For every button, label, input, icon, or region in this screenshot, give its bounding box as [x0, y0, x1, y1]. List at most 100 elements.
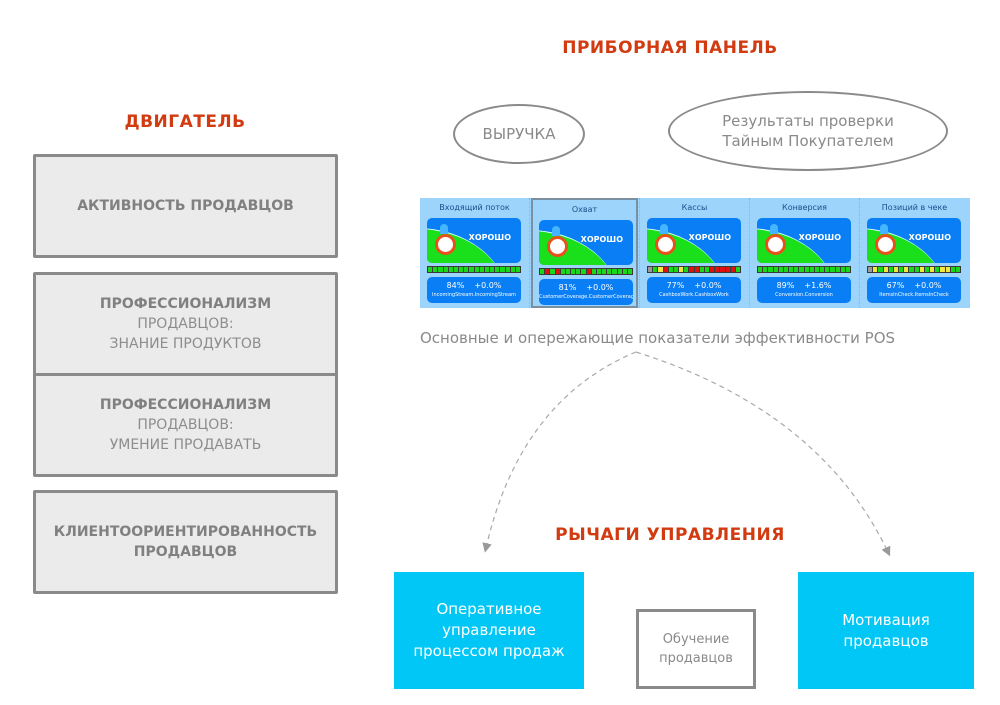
kpi-segment	[591, 269, 596, 274]
engine-title: ДВИГАТЕЛЬ	[124, 112, 246, 132]
engine-box-line: ПРОДАВЦОВ:	[137, 417, 234, 433]
engine-box-selling-skills: ПРОФЕССИОНАЛИЗМ ПРОДАВЦОВ: УМЕНИЕ ПРОДАВ…	[33, 373, 338, 477]
kpi-status: ХОРОШО	[468, 233, 511, 242]
kpi-panel-title: Охват	[571, 205, 598, 214]
kpi-status: ХОРОШО	[798, 233, 841, 242]
engine-box-product-knowledge: ПРОФЕССИОНАЛИЗМ ПРОДАВЦОВ: ЗНАНИЕ ПРОДУК…	[33, 272, 338, 376]
kpi-segment	[899, 267, 904, 272]
kpi-segment	[809, 267, 814, 272]
kpi-delta: +0.0%	[914, 281, 942, 290]
kpi-segment	[464, 267, 469, 272]
kpi-segment	[448, 267, 453, 272]
kpi-segment	[550, 269, 555, 274]
kpi-segment	[484, 267, 490, 272]
kpi-segment	[909, 267, 914, 272]
kpi-segment	[474, 267, 479, 272]
dashboard-title: ПРИБОРНАЯ ПАНЕЛЬ	[562, 38, 778, 58]
kpi-segment	[725, 267, 730, 272]
kpi-segment	[778, 267, 783, 272]
kpi-segment	[586, 269, 591, 274]
kpi-segment	[924, 267, 930, 272]
kpi-segment	[868, 267, 873, 272]
kpi-segment	[545, 269, 550, 274]
lever-motivation: Мотивация продавцов	[798, 572, 974, 689]
kpi-segment	[840, 267, 845, 272]
kpi-segment	[735, 267, 741, 272]
kpi-segment	[940, 267, 945, 272]
kpi-segment	[565, 269, 571, 274]
engine-box-customer-orientation: КЛИЕНТООРИЕНТИРОВАННОСТЬ ПРОДАВЦОВ	[33, 490, 338, 594]
kpi-segment	[950, 267, 955, 272]
engine-box-activity-label: АКТИВНОСТЬ ПРОДАВЦОВ	[77, 198, 294, 214]
kpi-delta: +1.6%	[804, 281, 832, 290]
kpi-segment	[571, 269, 576, 274]
kpi-segment	[673, 267, 679, 272]
kpi-gauge: ХОРОШО	[539, 220, 633, 265]
kpi-segment	[830, 267, 835, 272]
bulb-cap-icon	[660, 224, 668, 234]
kpi-segment	[883, 267, 888, 272]
kpi-segment	[873, 267, 878, 272]
kpi-gauge: ХОРОШО	[867, 218, 961, 263]
lever-operational-management: Оперативное управление процессом продаж	[394, 572, 584, 689]
kpi-segment	[433, 267, 438, 272]
kpi-segment	[495, 267, 500, 272]
kpi-percent: 67%	[886, 281, 905, 290]
engine-box-line: ПРОДАВЦОВ	[133, 544, 238, 560]
kpi-status: ХОРОШО	[908, 233, 951, 242]
kpi-values: 89%+1.6%Conversion.Conversion	[757, 277, 851, 303]
kpi-segment	[730, 267, 735, 272]
kpi-panel-title: Входящий поток	[439, 203, 510, 212]
kpi-gauge: ХОРОШО	[757, 218, 851, 263]
kpi-segment	[490, 267, 495, 272]
kpi-segment	[505, 267, 510, 272]
kpi-segment	[794, 267, 799, 272]
kpi-segment	[459, 267, 464, 272]
mystery-shopper-line2: Тайным Покупателем	[722, 132, 894, 150]
lightbulb-icon	[765, 234, 786, 255]
kpi-segment-bar	[427, 266, 521, 273]
bulb-cap-icon	[770, 224, 778, 234]
kpi-segment	[835, 267, 840, 272]
kpi-segment	[515, 267, 521, 272]
kpi-segment	[773, 267, 778, 272]
lever-line: Мотивация	[842, 610, 930, 629]
kpi-segment	[627, 269, 633, 274]
kpi-segment	[758, 267, 763, 272]
lever-line: Оперативное	[436, 600, 542, 618]
dashboard-caption: Основные и опережающие показатели эффект…	[420, 329, 896, 347]
engine-box-line: ЗНАНИЕ ПРОДУКТОВ	[109, 336, 262, 352]
kpi-segment	[438, 267, 443, 272]
kpi-code: CashboxWork.CashboxWork	[659, 292, 729, 298]
kpi-code: IncomingStream.IncomingStream	[432, 292, 516, 298]
kpi-segment	[945, 267, 950, 272]
kpi-segment	[893, 267, 899, 272]
kpi-segment	[596, 269, 602, 274]
kpi-percent: 89%	[776, 281, 795, 290]
kpi-values: 81%+0.0%CustomerCoverage.CustomerCoverag…	[539, 279, 633, 305]
kpi-status: ХОРОШО	[688, 233, 731, 242]
kpi-segment	[453, 267, 459, 272]
kpi-segment	[699, 267, 704, 272]
kpi-segment-bar	[867, 266, 961, 273]
kpi-segment	[919, 267, 924, 272]
kpi-segment	[763, 267, 768, 272]
kpi-segment	[814, 267, 820, 272]
kpi-segment	[684, 267, 689, 272]
lightbulb-icon	[435, 234, 456, 255]
mystery-shopper-line1: Результаты проверки	[722, 112, 894, 130]
kpi-segment	[648, 267, 653, 272]
kpi-segment	[715, 267, 720, 272]
engine-box-line: ПРОФЕССИОНАЛИЗМ	[99, 296, 272, 312]
kpi-segment	[617, 269, 622, 274]
kpi-segment	[845, 267, 851, 272]
kpi-segment-bar	[539, 268, 633, 275]
kpi-segment	[653, 267, 658, 272]
engine-box-line: УМЕНИЕ ПРОДАВАТЬ	[109, 437, 262, 453]
bulb-cap-icon	[880, 224, 888, 234]
